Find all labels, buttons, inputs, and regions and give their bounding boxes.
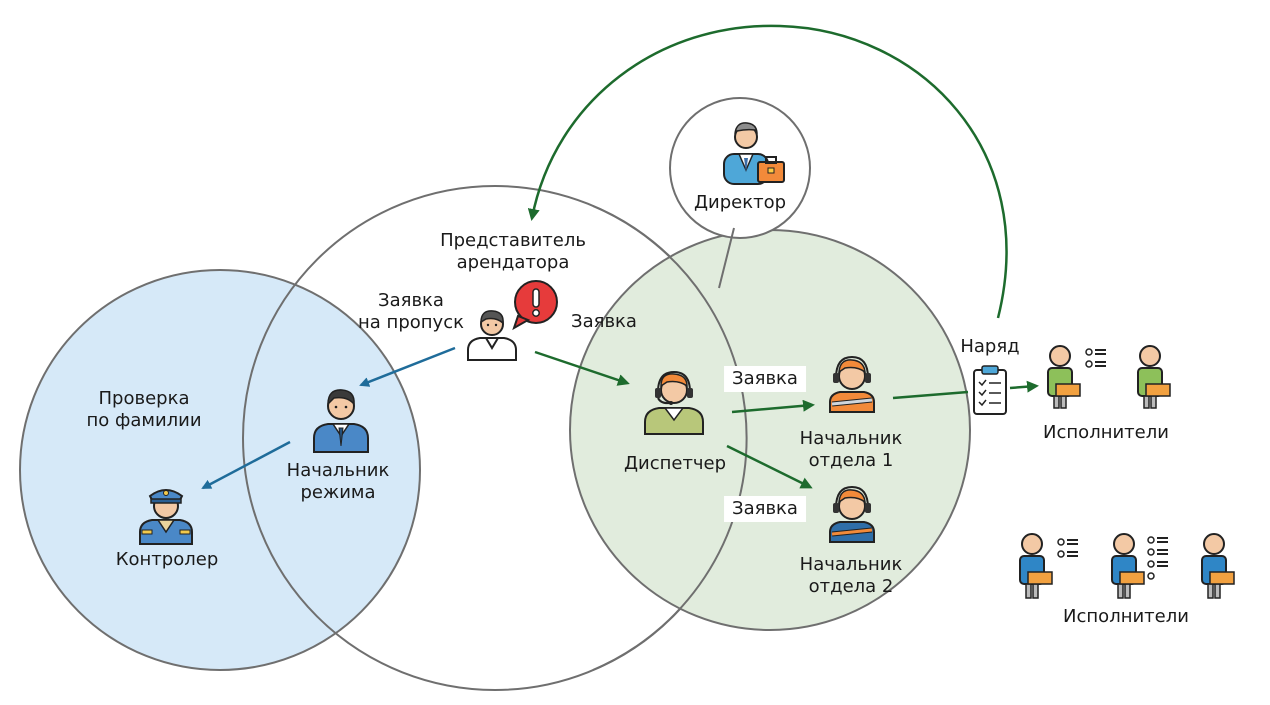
dept-head-1-label: Начальник отдела 1 <box>800 428 903 472</box>
worker-icon <box>1111 533 1145 599</box>
alert-bubble-icon <box>512 280 558 331</box>
director-icon <box>723 122 785 185</box>
dispatcher-headset-icon <box>644 370 704 435</box>
dept-head-2-line1: Начальник <box>799 554 903 575</box>
pass-request-label: Заявка на пропуск <box>358 290 464 334</box>
arrow-feedback-loop <box>527 24 1008 319</box>
worker-icon <box>1201 533 1235 599</box>
pass-request-line2: на пропуск <box>358 312 464 333</box>
arrow-order-to-executors <box>1009 380 1039 393</box>
dept-head-2-line2: отдела 2 <box>808 576 894 597</box>
surname-check-label: Проверка по фамилии <box>86 388 201 432</box>
checklist-icon <box>1057 538 1078 558</box>
dept-head-2-label: Начальник отдела 2 <box>800 554 903 598</box>
mechanic-icon-2 <box>829 485 875 543</box>
pass-request-line1: Заявка <box>378 290 444 311</box>
arrow-tenant-to-dispatcher <box>534 350 630 386</box>
controller-label: Контролер <box>115 549 219 570</box>
request-dept2-tag: Заявка <box>724 496 806 522</box>
arrow-dispatcher-to-dept1 <box>731 399 815 414</box>
executors-1-label: Исполнители <box>1043 422 1169 443</box>
surname-check-line2: по фамилии <box>86 410 202 431</box>
director-label: Директор <box>693 192 787 213</box>
request-dept1-tag: Заявка <box>724 366 806 392</box>
police-officer-icon <box>139 489 193 545</box>
regime-head-line2: режима <box>300 482 376 503</box>
worker-icon <box>1019 533 1053 599</box>
dept-head-1-line1: Начальник <box>799 428 903 449</box>
regime-head-line1: Начальник <box>286 460 390 481</box>
tenant-rep-label-line1: Представитель <box>440 230 586 251</box>
dept-head-1-line2: отдела 1 <box>808 450 894 471</box>
security-chief-icon <box>313 389 369 453</box>
operations-zone-circle <box>569 229 971 631</box>
checklist-icon <box>1147 536 1168 580</box>
tenant-rep-label-line2: арендатора <box>456 252 570 273</box>
mechanic-icon-1 <box>829 355 875 413</box>
arrow-regime-to-controller <box>201 440 291 490</box>
clipboard-icon <box>973 365 1007 415</box>
director-connector <box>718 227 735 289</box>
worker-icon <box>1047 345 1081 409</box>
regime-head-label: Начальник режима <box>287 460 390 504</box>
tenant-representative-icon <box>467 310 517 361</box>
surname-check-line1: Проверка <box>98 388 190 409</box>
checklist-icon <box>1085 348 1106 368</box>
tenant-rep-label: Представитель арендатора <box>440 230 586 274</box>
arrow-dispatcher-to-dept2 <box>726 444 813 489</box>
tenant-zone-arc-overlay <box>592 205 748 671</box>
executors-2-label: Исполнители <box>1063 606 1189 627</box>
worker-icon <box>1137 345 1171 409</box>
arrow-dept1-to-order <box>892 390 969 400</box>
security-zone-circle <box>19 269 421 671</box>
work-order-label: Наряд <box>960 336 1020 357</box>
arrow-tenant-to-regime <box>359 346 456 387</box>
dispatcher-label: Диспетчер <box>623 453 727 474</box>
request-tenant-label: Заявка <box>571 311 637 332</box>
